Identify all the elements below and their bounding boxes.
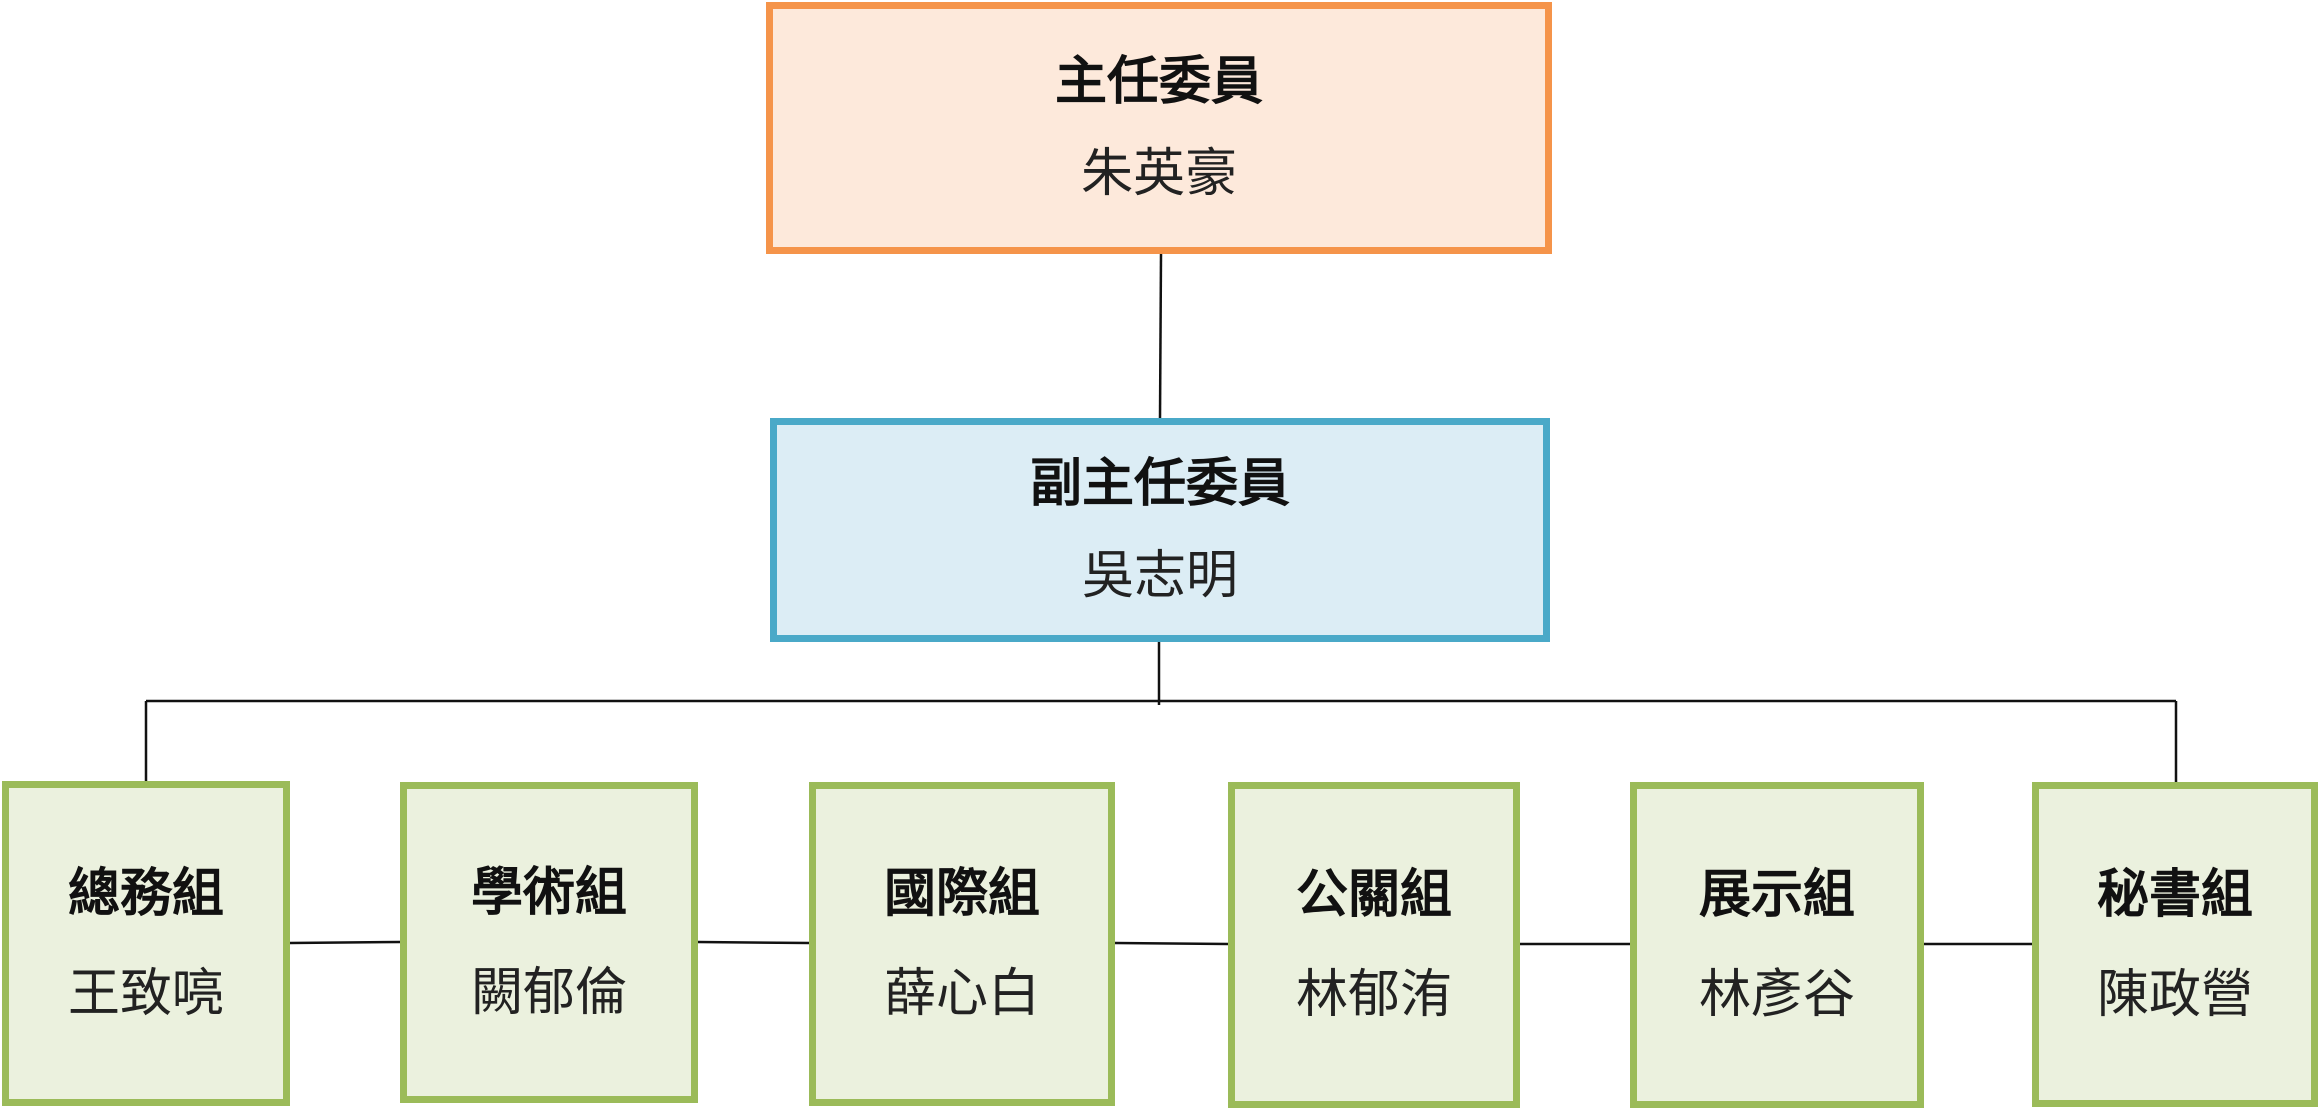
group-leader-name: 林彥谷 xyxy=(1698,965,1855,1025)
group-title: 展示組 xyxy=(1698,865,1855,925)
connector-group-0-1 xyxy=(289,940,401,945)
deputy-chairperson-title: 副主任委員 xyxy=(1029,454,1290,514)
group-leader-name: 林郁洧 xyxy=(1295,965,1452,1025)
deputy-chairperson-name: 吳志明 xyxy=(1081,546,1238,606)
group-title: 國際組 xyxy=(883,864,1040,924)
group-leader-name: 薛心白 xyxy=(883,964,1040,1024)
chairperson-box: 主任委員 朱英豪 xyxy=(766,2,1552,254)
group-box-academic: 學術組 闕郁倫 xyxy=(400,782,698,1103)
connector-top-to-deputy xyxy=(1158,253,1163,419)
group-box-public-relations: 公關組 林郁洧 xyxy=(1228,782,1520,1108)
group-leader-name: 王致喨 xyxy=(67,963,224,1024)
chairperson-name: 朱英豪 xyxy=(1080,144,1237,204)
deputy-chairperson-box: 副主任委員 吳志明 xyxy=(770,418,1550,642)
group-leader-name: 陳政營 xyxy=(2096,964,2253,1025)
group-box-secretariat: 秘書組 陳政營 xyxy=(2032,782,2318,1107)
connector-group-1-2 xyxy=(697,940,810,945)
group-box-general-affairs: 總務組 王致喨 xyxy=(2,781,290,1106)
group-box-international: 國際組 薛心白 xyxy=(809,782,1115,1106)
group-leader-name: 闕郁倫 xyxy=(470,962,627,1023)
group-title: 學術組 xyxy=(470,862,627,923)
connector-group-2-3 xyxy=(1114,941,1229,946)
group-title: 公關組 xyxy=(1295,865,1452,925)
group-title: 秘書組 xyxy=(2096,864,2253,925)
chairperson-title: 主任委員 xyxy=(1054,52,1263,112)
group-box-exhibition: 展示組 林彥谷 xyxy=(1630,782,1924,1108)
group-title: 總務組 xyxy=(67,863,224,924)
